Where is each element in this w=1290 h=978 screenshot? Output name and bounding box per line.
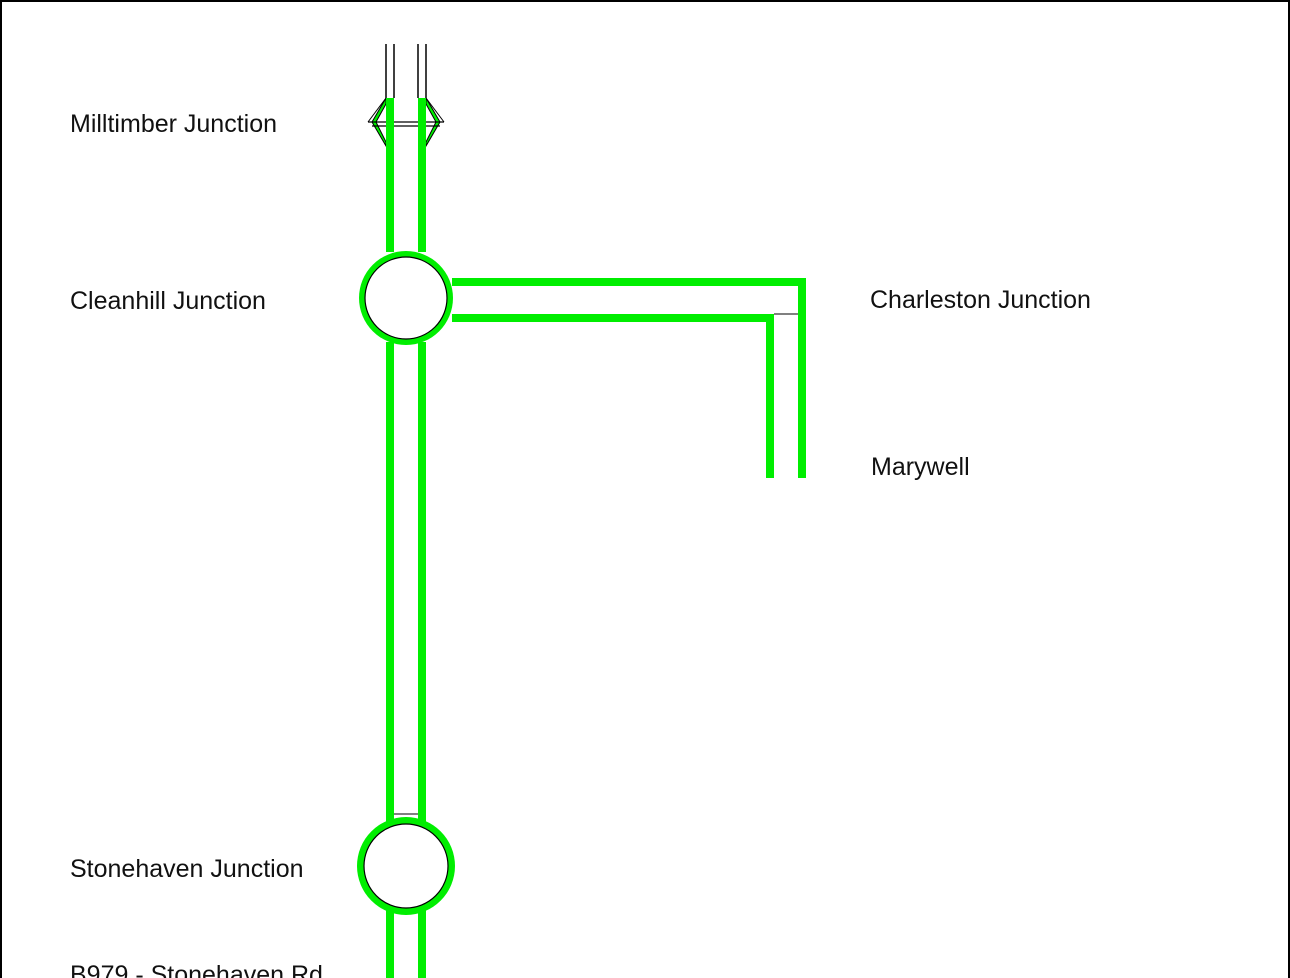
label-cleanhill-junction: Cleanhill Junction: [70, 287, 266, 315]
milltimber-unmonitored-section: [385, 44, 427, 98]
cleanhill-roundabout[interactable]: [359, 251, 453, 345]
label-marywell: Marywell: [871, 453, 970, 481]
label-charleston-container: Charleston Junction: [870, 288, 1100, 320]
cleanhill-charleston-link[interactable]: [452, 278, 806, 322]
label-b979-stonehaven-rd: B979 - Stonehaven Rd: [70, 961, 323, 978]
label-milltimber-junction: Milltimber Junction: [70, 110, 278, 138]
milltimber-junction-sliproads[interactable]: [367, 96, 445, 148]
stonehaven-roundabout[interactable]: [357, 817, 455, 915]
cleanhill-stonehaven-carriageway[interactable]: [386, 342, 426, 822]
milltimber-cleanhill-carriageway[interactable]: [386, 98, 426, 252]
stonehaven-b979-carriageway[interactable]: [386, 908, 426, 978]
label-stonehaven-junction: Stonehaven Junction: [70, 855, 304, 883]
label-charleston-junction: Charleston Junction: [870, 288, 1091, 314]
charleston-marywell-link[interactable]: [766, 314, 806, 478]
